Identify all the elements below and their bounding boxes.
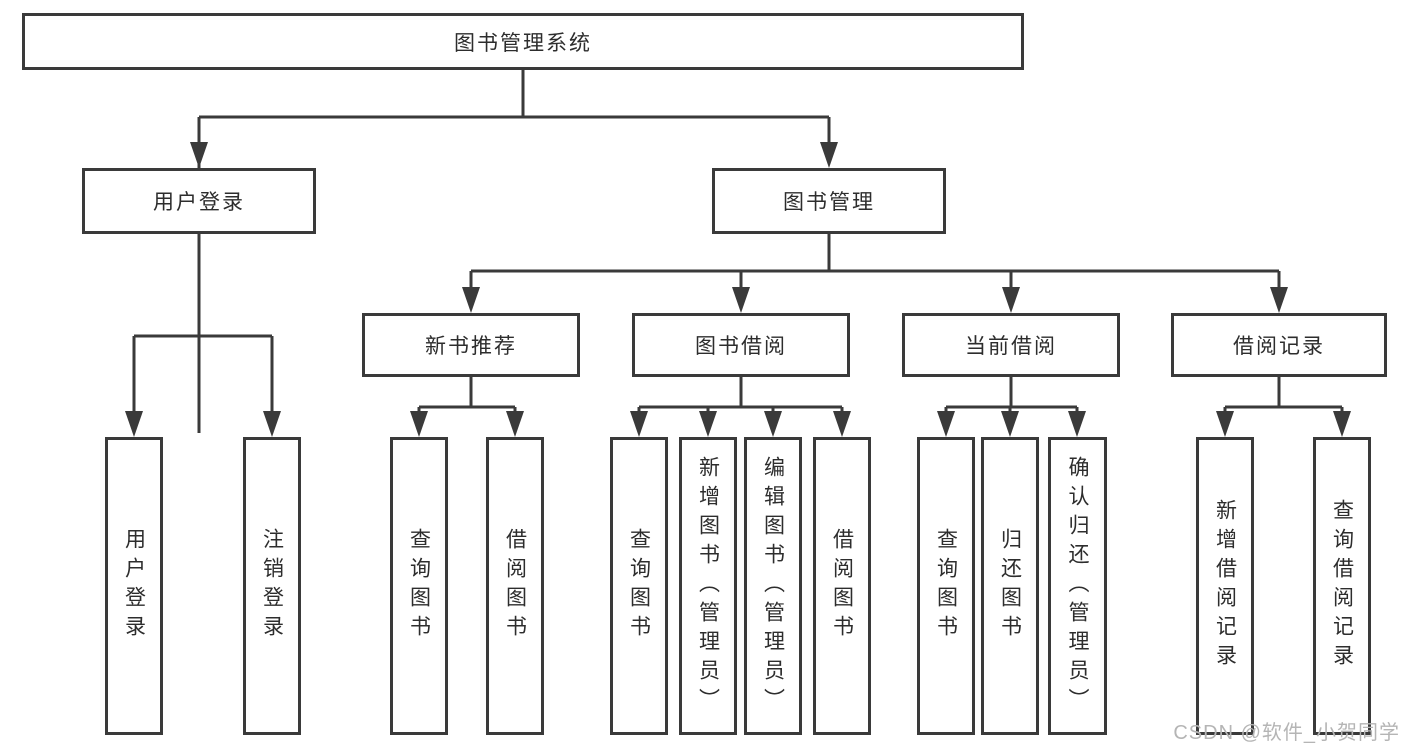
- node-library-management-system: 图书管理系统: [22, 13, 1024, 70]
- connector-book-management-children: [469, 234, 1281, 309]
- leaf-logout: 注销登录: [243, 437, 301, 735]
- leaf-query-books-borrowing-label: 查询图书: [627, 528, 651, 644]
- connector-borrowing-records-children: [1223, 377, 1344, 433]
- node-user-login-label: 用户登录: [153, 191, 245, 214]
- connector-new-book-rec-children: [417, 377, 517, 433]
- leaf-user-login-label: 用户登录: [122, 528, 146, 644]
- node-book-borrowing-label: 图书借阅: [695, 335, 787, 358]
- leaf-query-books-current-label: 查询图书: [934, 528, 958, 644]
- leaf-confirm-return-admin-label: 确认归还（管理员）: [1066, 455, 1089, 717]
- connector-book-borrowing-children: [637, 377, 844, 433]
- leaf-add-borrow-record-label: 新增借阅记录: [1213, 499, 1237, 673]
- connector-user-login-children: [132, 234, 274, 433]
- leaf-borrow-books-recommend: 借阅图书: [486, 437, 544, 735]
- connector-root-to-level2: [197, 70, 831, 433]
- arrowheads: [125, 142, 1351, 437]
- leaf-query-books-borrowing: 查询图书: [610, 437, 668, 735]
- node-new-book-recommendation: 新书推荐: [362, 313, 580, 377]
- leaf-query-books-recommend-label: 查询图书: [407, 528, 431, 644]
- node-book-management-label: 图书管理: [783, 191, 875, 214]
- csdn-watermark: CSDN @软件_小贺同学: [1173, 722, 1400, 744]
- leaf-edit-books-admin: 编辑图书（管理员）: [744, 437, 802, 735]
- leaf-return-books: 归还图书: [981, 437, 1039, 735]
- leaf-borrow-books-borrowing: 借阅图书: [813, 437, 871, 735]
- leaf-query-borrow-record-label: 查询借阅记录: [1330, 499, 1354, 673]
- node-borrowing-records-label: 借阅记录: [1233, 335, 1325, 358]
- leaf-add-books-admin: 新增图书（管理员）: [679, 437, 737, 735]
- node-library-management-system-label: 图书管理系统: [454, 31, 592, 55]
- node-book-management: 图书管理: [712, 168, 946, 234]
- node-user-login: 用户登录: [82, 168, 316, 234]
- leaf-query-books-current: 查询图书: [917, 437, 975, 735]
- leaf-query-books-recommend: 查询图书: [390, 437, 448, 735]
- node-current-borrowing: 当前借阅: [902, 313, 1120, 377]
- node-book-borrowing: 图书借阅: [632, 313, 850, 377]
- node-new-book-recommendation-label: 新书推荐: [425, 335, 517, 358]
- leaf-add-borrow-record: 新增借阅记录: [1196, 437, 1254, 735]
- leaf-edit-books-admin-label: 编辑图书（管理员）: [761, 455, 785, 717]
- leaf-query-borrow-record: 查询借阅记录: [1313, 437, 1371, 735]
- leaf-confirm-return-admin: 确认归还（管理员）: [1048, 437, 1107, 735]
- leaf-user-login: 用户登录: [105, 437, 163, 735]
- node-current-borrowing-label: 当前借阅: [965, 335, 1057, 358]
- leaf-borrow-books-recommend-label: 借阅图书: [503, 528, 527, 644]
- leaf-borrow-books-borrowing-label: 借阅图书: [830, 528, 854, 644]
- node-borrowing-records: 借阅记录: [1171, 313, 1387, 377]
- leaf-add-books-admin-label: 新增图书（管理员）: [696, 455, 720, 717]
- leaf-return-books-label: 归还图书: [998, 528, 1022, 644]
- leaf-logout-label: 注销登录: [260, 528, 284, 644]
